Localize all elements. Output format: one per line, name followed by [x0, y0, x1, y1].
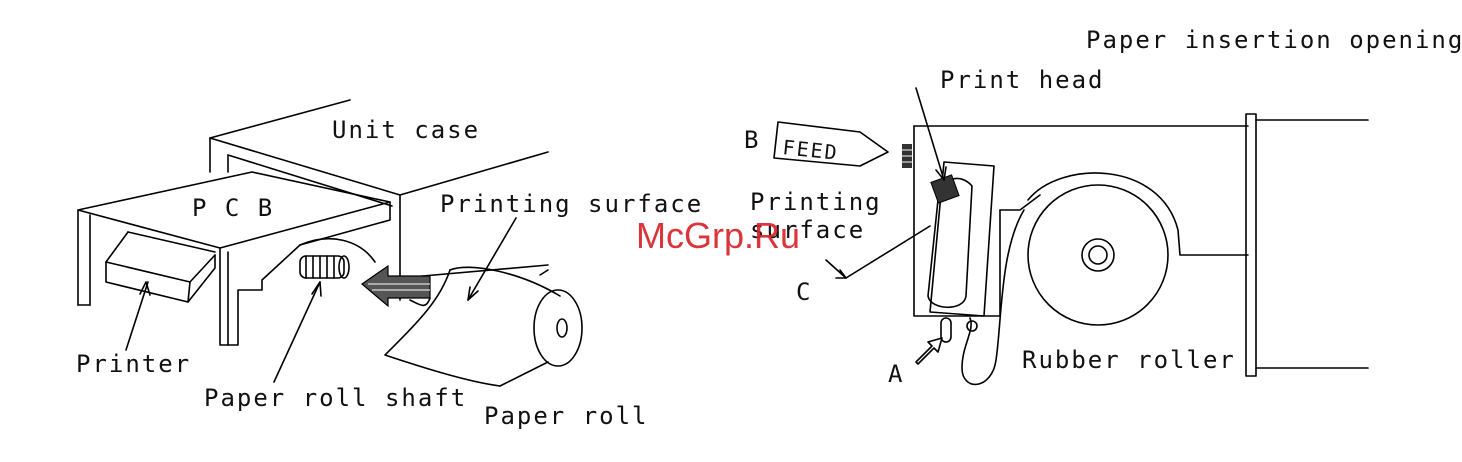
- printing-surface-left-label: Printing surface: [440, 190, 703, 218]
- rubber-roller-label: Rubber roller: [1022, 346, 1236, 374]
- printing-surface-right-label-line1: Printing: [750, 188, 882, 216]
- paper-roll-label: Paper roll: [484, 402, 649, 430]
- paper-roll-shaft-label: Paper roll shaft: [204, 384, 467, 412]
- arrow-a: [916, 338, 942, 364]
- marker-b-label: B: [744, 126, 760, 154]
- paper-path-drawing: [941, 210, 1024, 384]
- pcb-label: P C B: [192, 194, 274, 222]
- unit-case-label: Unit case: [332, 116, 480, 144]
- feed-button-label: FEED: [781, 135, 839, 165]
- paper-roll-shaft-drawing: [300, 256, 349, 278]
- printer-label: Printer: [76, 350, 191, 378]
- print-head-label: Print head: [940, 66, 1105, 94]
- watermark: McGrp.Ru: [636, 215, 800, 256]
- print-head-drawing: [928, 162, 994, 316]
- leader-lines-right: [826, 88, 946, 278]
- insertion-arrow: [362, 266, 430, 306]
- rubber-roller-drawing: [1028, 185, 1168, 325]
- printer-mechanism-drawing: [914, 114, 1368, 376]
- marker-a-label: A: [888, 360, 904, 388]
- marker-c-label: C: [796, 278, 812, 306]
- paper-insertion-opening-label: Paper insertion opening: [1086, 26, 1462, 54]
